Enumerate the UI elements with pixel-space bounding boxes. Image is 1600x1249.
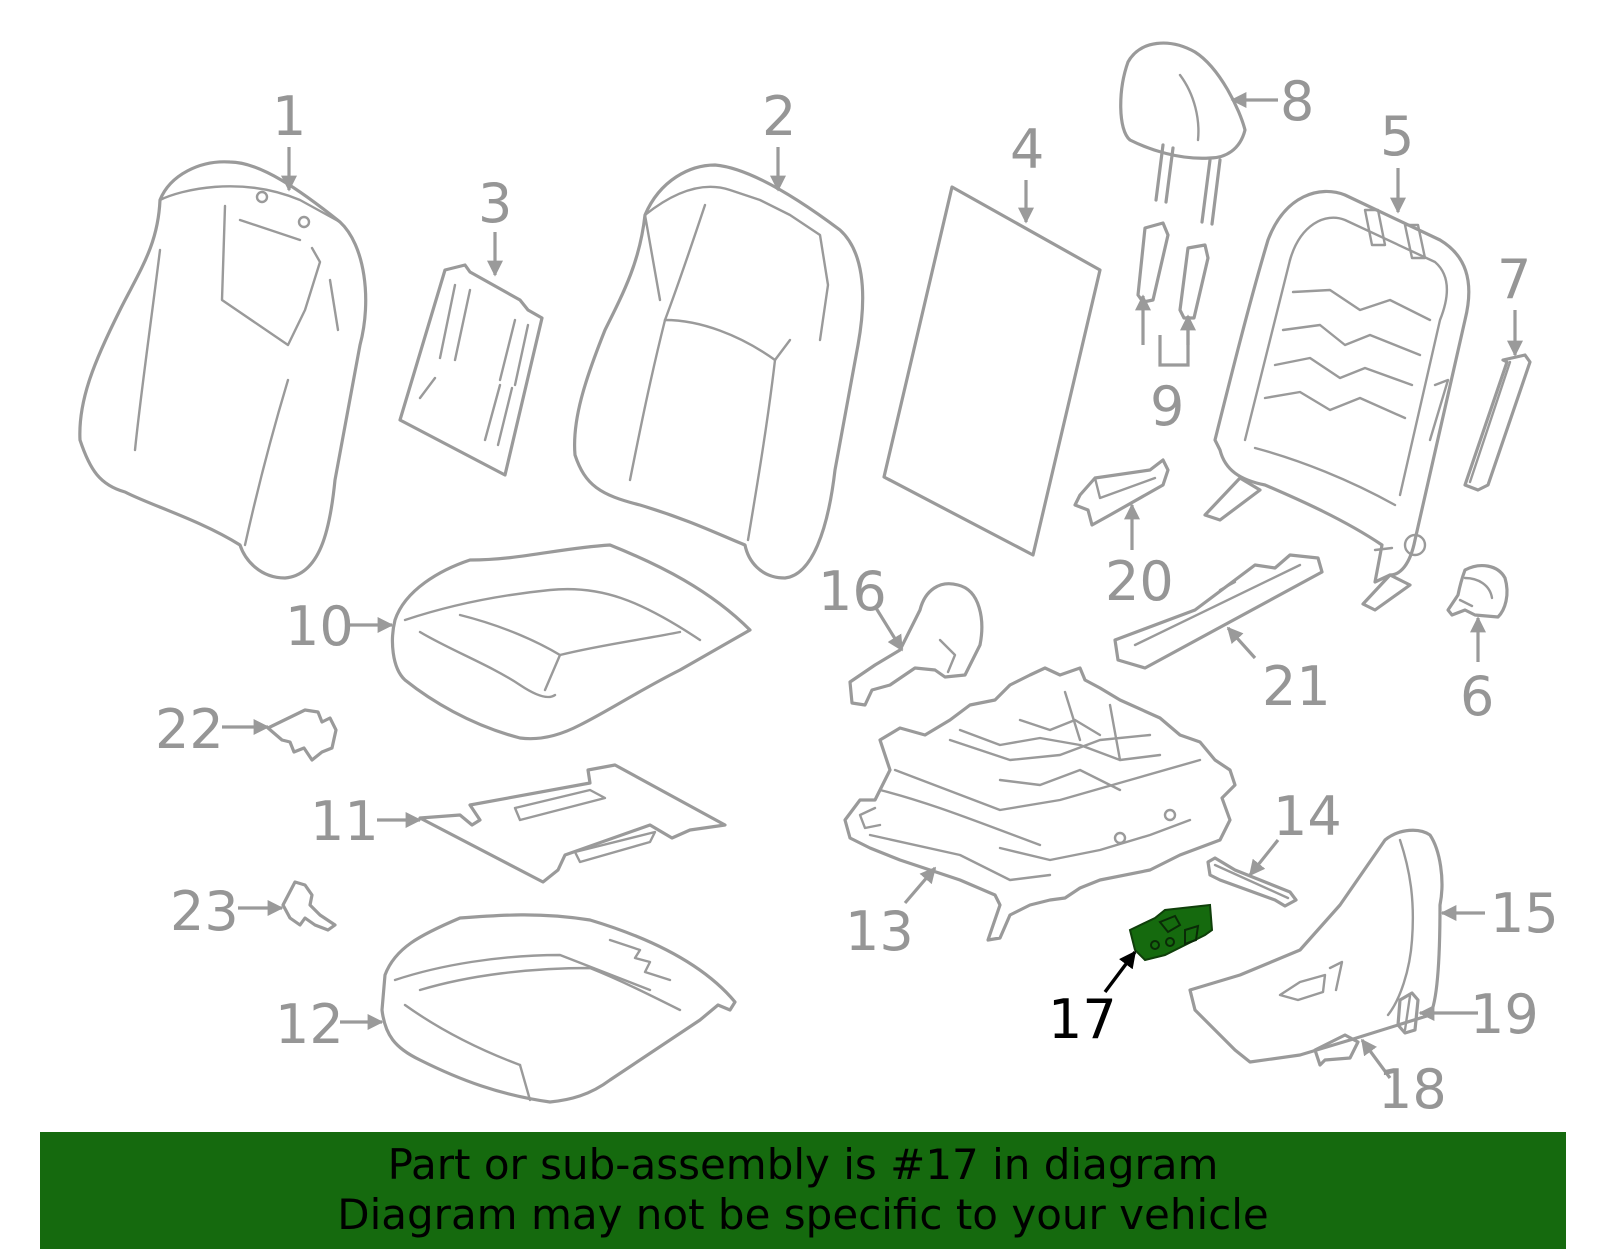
- callout-3: 3: [478, 172, 512, 235]
- callout-23: 23: [170, 880, 239, 943]
- part-1-seatback-cover: [78, 160, 368, 580]
- part-22-clip: [266, 708, 338, 762]
- info-banner: Part or sub-assembly is #17 in diagram D…: [40, 1132, 1566, 1249]
- callout-11: 11: [310, 790, 379, 853]
- callout-8: 8: [1280, 70, 1314, 133]
- callout-4: 4: [1010, 118, 1044, 181]
- part-15-side-shield: [1188, 828, 1444, 1064]
- part-2-seatback-pad: [572, 163, 865, 580]
- callout-9: 9: [1150, 375, 1184, 438]
- part-11-heater-mat: [418, 763, 727, 884]
- banner-line-1: Part or sub-assembly is #17 in diagram: [387, 1140, 1219, 1189]
- banner-line-2: Diagram may not be specific to your vehi…: [337, 1190, 1269, 1239]
- callout-15: 15: [1490, 882, 1559, 945]
- part-20-bracket: [1073, 458, 1170, 527]
- part-8-headrest: [1119, 41, 1247, 226]
- part-21-rail-cover: [1113, 553, 1324, 670]
- callout-5: 5: [1380, 105, 1414, 168]
- part-16-trim-bracket: [848, 582, 984, 707]
- part-4-back-board: [882, 185, 1102, 557]
- part-9-headrest-guides: [1136, 221, 1210, 320]
- part-23-clip: [281, 880, 337, 932]
- part-10-cushion-cover: [390, 543, 752, 741]
- part-7-side-pad: [1463, 353, 1532, 492]
- part-3-heater-panel: [398, 263, 544, 477]
- callout-18: 18: [1378, 1058, 1447, 1121]
- callout-6: 6: [1460, 665, 1494, 728]
- callouts: 1 2 3 4 5 6 7 8 9 10 11 12 13 14 15 16 1…: [155, 70, 1559, 1121]
- part-5-seatback-frame: [1203, 189, 1471, 612]
- part-12-cushion-pad: [380, 913, 737, 1104]
- part-13-seat-track-frame: [843, 666, 1237, 942]
- callout-20: 20: [1105, 550, 1174, 613]
- callout-17: 17: [1048, 988, 1117, 1051]
- callout-12: 12: [275, 993, 344, 1056]
- part-19-knob: [1396, 991, 1420, 1035]
- leader-lines: [222, 92, 1523, 1079]
- callout-22: 22: [155, 698, 224, 761]
- callout-14: 14: [1273, 785, 1342, 848]
- callout-10: 10: [285, 595, 354, 658]
- part-14-trim-strip: [1206, 856, 1298, 908]
- callout-7: 7: [1497, 248, 1531, 311]
- callout-1: 1: [272, 85, 306, 148]
- callout-19: 19: [1470, 983, 1539, 1046]
- part-18-knob: [1313, 1033, 1360, 1067]
- callout-13: 13: [845, 900, 914, 963]
- callout-21: 21: [1262, 655, 1331, 718]
- callout-2: 2: [762, 85, 796, 148]
- callout-16: 16: [818, 560, 887, 623]
- part-6-recliner-cover: [1446, 563, 1509, 619]
- part-17-seat-switch: [1128, 903, 1214, 962]
